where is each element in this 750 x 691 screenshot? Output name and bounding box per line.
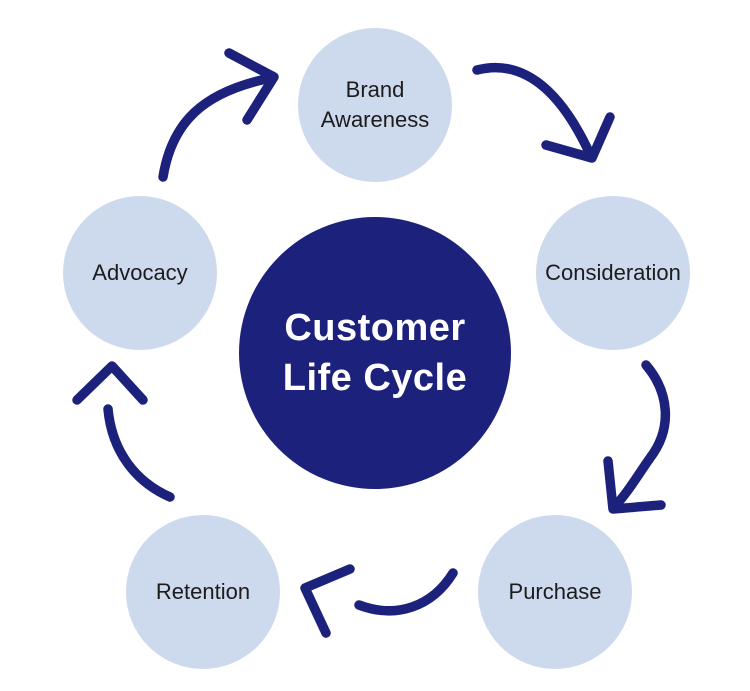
node-consideration: Consideration xyxy=(536,196,690,350)
node-consideration-label: Consideration xyxy=(545,260,681,286)
center-hub: Customer Life Cycle xyxy=(239,217,511,489)
node-brand-awareness: Brand Awareness xyxy=(298,28,452,182)
node-purchase: Purchase xyxy=(478,515,632,669)
node-purchase-label: Purchase xyxy=(508,579,602,605)
node-advocacy-label: Advocacy xyxy=(92,260,188,286)
arrow-purchase-to-retention xyxy=(300,564,458,638)
node-retention: Retention xyxy=(126,515,280,669)
arrow-retention-to-advocacy xyxy=(72,361,175,502)
arrow-brand-awareness-to-consideration xyxy=(472,62,615,163)
node-retention-label: Retention xyxy=(155,579,251,605)
node-advocacy: Advocacy xyxy=(63,196,217,350)
arrow-consideration-to-purchase xyxy=(603,360,671,514)
center-title-line2: Life Cycle xyxy=(282,357,468,399)
center-title-line1: Customer xyxy=(284,306,466,349)
node-brand-awareness-label: Brand Awareness xyxy=(320,77,430,132)
arrow-advocacy-to-brand-awareness xyxy=(158,48,279,182)
